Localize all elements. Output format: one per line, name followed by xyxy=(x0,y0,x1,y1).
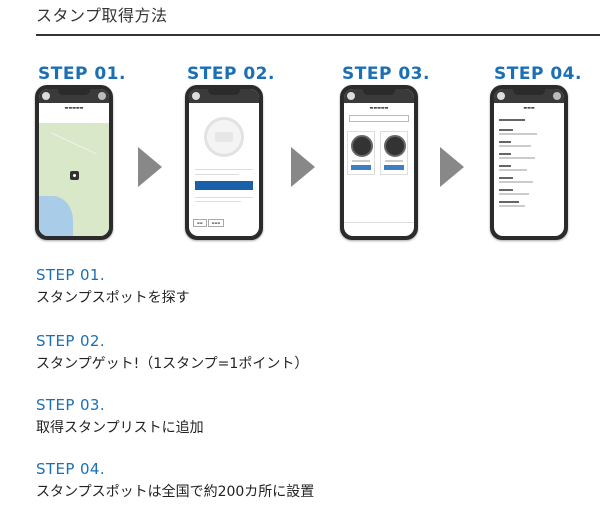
map-screen-heading: ▬▬▬▬▬ xyxy=(64,105,84,110)
step-04-phone-screenshot: ▬▬▬ xyxy=(490,85,568,240)
step-03-header: STEP 03. xyxy=(342,64,430,84)
title-divider xyxy=(36,34,600,36)
step-01-description-label: STEP 01. xyxy=(36,266,106,284)
step-01-phone-screenshot: ▬▬▬▬▬ ▬▬▬▬▬ xyxy=(35,85,113,240)
map-area xyxy=(39,123,109,236)
map-pin-icon xyxy=(70,171,79,180)
app-logo-icon xyxy=(497,92,505,100)
page-title: スタンプ取得方法 xyxy=(36,6,168,25)
app-logo-icon xyxy=(42,92,50,100)
map-tabs: ▬▬▬▬▬ xyxy=(43,115,105,133)
stamp-card xyxy=(347,131,375,175)
step-03-phone-screenshot: ▬▬▬▬▬ xyxy=(340,85,418,240)
list-filter-select xyxy=(349,115,409,122)
step-02-description-label: STEP 02. xyxy=(36,332,106,350)
stamp-icon xyxy=(204,117,244,157)
step-01-header: STEP 01. xyxy=(38,64,126,84)
step-03-description-text: 取得スタンプリストに追加 xyxy=(36,420,204,436)
avatar-icon xyxy=(553,92,561,100)
list-footer xyxy=(344,222,414,232)
list-screen-heading: ▬▬▬▬▬ xyxy=(369,105,389,110)
stamp-card xyxy=(380,131,408,175)
avatar-icon xyxy=(98,92,106,100)
step-02-description-text: スタンプゲット!（1スタンプ=1ポイント） xyxy=(36,356,309,372)
stamp-get-button-preview xyxy=(195,181,253,190)
stamp-tabs: ▬▬▬▬▬ xyxy=(193,209,225,228)
app-logo-icon xyxy=(347,92,355,100)
step-arrow-3 xyxy=(440,147,464,187)
step-arrow-2 xyxy=(291,147,315,187)
step-02-phone-screenshot: ▬▬▬▬▬ xyxy=(185,85,263,240)
step-01-description-text: スタンプスポットを探す xyxy=(36,290,190,306)
step-03-description-label: STEP 03. xyxy=(36,396,106,414)
step-02-header: STEP 02. xyxy=(187,64,275,84)
app-logo-icon xyxy=(192,92,200,100)
region-screen-heading: ▬▬▬ xyxy=(523,105,535,110)
step-arrow-1 xyxy=(138,147,162,187)
step-04-description-text: スタンプスポットは全国で約200カ所に設置 xyxy=(36,484,315,500)
step-04-description-label: STEP 04. xyxy=(36,460,106,478)
step-04-header: STEP 04. xyxy=(494,64,582,84)
